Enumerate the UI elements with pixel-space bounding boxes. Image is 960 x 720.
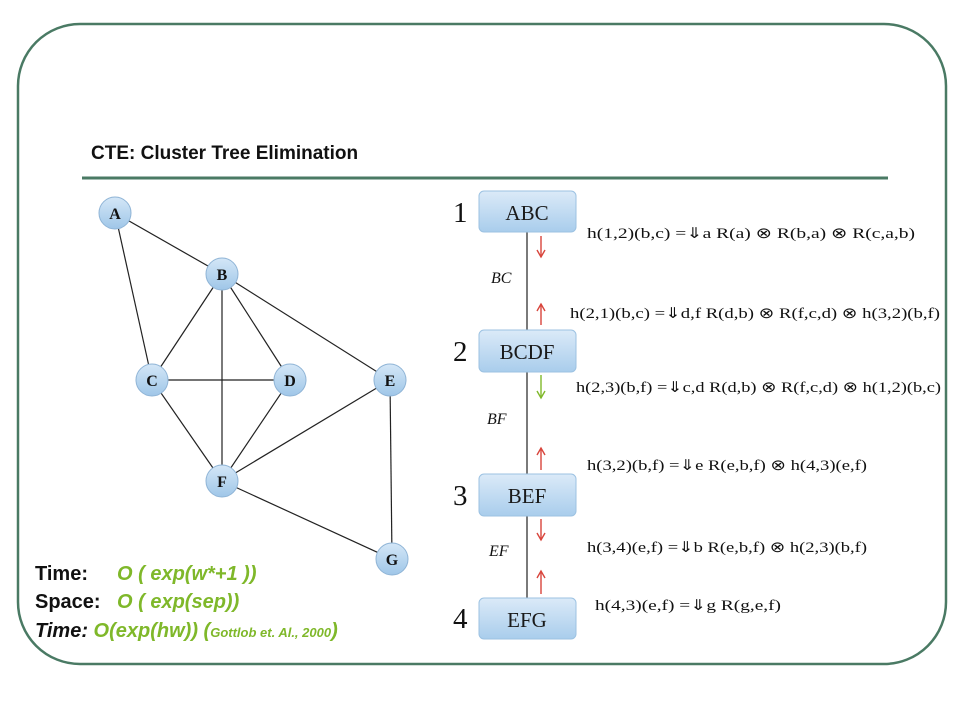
- space-label: Space:: [35, 591, 101, 613]
- cluster-3-label: BEF: [508, 484, 547, 508]
- message-h43: h(4,3)(e,f) =⇓g R(g,e,f): [595, 598, 781, 614]
- edge-b-e: [221, 273, 391, 381]
- space-value: O ( exp(sep)): [117, 591, 240, 613]
- edge-a-c: [114, 212, 153, 381]
- graph-node-e: E: [373, 363, 407, 397]
- separator-ef: EF: [488, 543, 509, 560]
- graph-node-g: G: [375, 542, 409, 576]
- edge-f-g: [221, 480, 393, 560]
- graph-node-g-label: G: [386, 552, 399, 569]
- graph-node-b-label: B: [217, 267, 228, 284]
- edge-d-f: [221, 379, 291, 482]
- arrow-up-4-3: [536, 569, 546, 594]
- graph-edges: [114, 212, 393, 560]
- time-value: O ( exp(w*+1 )): [117, 563, 257, 585]
- slide-title: CTE: Cluster Tree Elimination: [91, 143, 359, 164]
- edge-b-d: [221, 273, 291, 381]
- edge-a-b: [114, 212, 223, 275]
- cluster-1: ABC: [478, 190, 577, 233]
- graph-node-f-label: F: [217, 474, 227, 491]
- graph-node-b: B: [205, 257, 239, 291]
- graph-node-f: F: [205, 464, 239, 498]
- time-label: Time:: [35, 563, 88, 585]
- graph-node-e-label: E: [385, 373, 396, 390]
- time2-value: O(exp(hw)) (: [93, 620, 211, 642]
- graph-node-c: C: [135, 363, 169, 397]
- graph-node-d-label: D: [284, 373, 296, 390]
- cluster-2-label: BCDF: [500, 340, 555, 364]
- edge-b-c: [151, 273, 223, 381]
- cluster-number-4: 4: [453, 603, 468, 635]
- cluster-1-label: ABC: [505, 201, 548, 225]
- message-h34: h(3,4)(e,f) =⇓b R(e,b,f) ⊗ h(2,3)(b,f): [587, 540, 867, 556]
- arrow-down-2-3: [536, 375, 546, 400]
- space-complexity-line: Space: O ( exp(sep)): [35, 591, 239, 614]
- cluster-4: EFG: [478, 597, 577, 640]
- message-h21: h(2,1)(b,c) =⇓d,f R(d,b) ⊗ R(f,c,d) ⊗ h(…: [570, 306, 940, 322]
- cluster-number-1: 1: [453, 197, 468, 229]
- time2-label: Time:: [35, 620, 88, 642]
- arrow-up-3-2: [536, 446, 546, 470]
- time-complexity-line: Time: O ( exp(w*+1 )): [35, 563, 256, 586]
- message-h32: h(3,2)(b,f) =⇓e R(e,b,f) ⊗ h(4,3)(e,f): [587, 458, 867, 474]
- separator-bc: BC: [491, 270, 512, 287]
- edge-c-f: [151, 379, 223, 482]
- edge-e-g: [389, 379, 393, 560]
- graph-node-c-label: C: [146, 373, 158, 390]
- message-arrows: [536, 236, 546, 594]
- cluster-number-3: 3: [453, 480, 468, 512]
- graph-node-a: A: [98, 196, 132, 230]
- time2-close: ): [331, 620, 338, 642]
- graph-node-d: D: [273, 363, 307, 397]
- arrow-down-1-2: [536, 236, 546, 259]
- time2-citation: Gottlob et. Al., 2000: [210, 625, 332, 640]
- cluster-number-2: 2: [453, 336, 468, 368]
- arrow-down-3-4: [536, 519, 546, 542]
- slide-frame: [16, 22, 948, 666]
- arrow-up-2-1: [536, 302, 546, 325]
- separator-bf: BF: [487, 411, 507, 428]
- message-h12: h(1,2)(b,c) =⇓a R(a) ⊗ R(b,a) ⊗ R(c,a,b): [587, 226, 915, 242]
- message-h23: h(2,3)(b,f) =⇓c,d R(d,b) ⊗ R(f,c,d) ⊗ h(…: [576, 380, 941, 396]
- cluster-2: BCDF: [478, 329, 577, 373]
- edge-e-f: [221, 379, 391, 482]
- hypertree-complexity-line: Time: O(exp(hw)) (Gottlob et. Al., 2000): [35, 620, 338, 643]
- cluster-3: BEF: [478, 473, 577, 517]
- graph-node-a-label: A: [109, 206, 121, 223]
- cluster-4-label: EFG: [507, 608, 547, 632]
